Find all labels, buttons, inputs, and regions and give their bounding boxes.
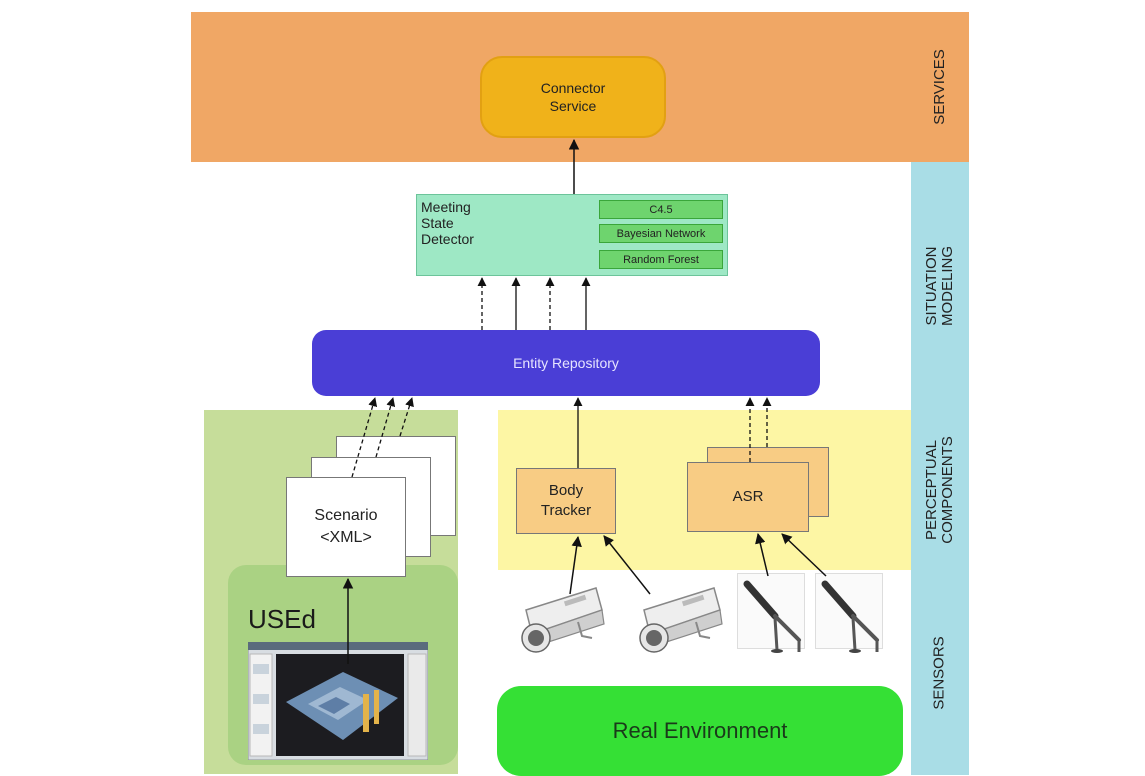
connector-service: Connector Service [480,56,666,138]
camera-icon-1 [521,587,605,653]
asr: ASR [687,462,809,532]
camera-icon-2 [639,587,723,653]
arrow-scenario-to-repo-1 [351,397,378,478]
arrow-mic1-to-asr [755,532,769,577]
entity-repository: Entity Repository [312,330,820,396]
microphone-icon-1 [743,580,801,653]
layer-label-situation-modeling: SITUATION MODELING [911,162,969,410]
microphone-icon-2 [821,580,879,653]
meeting-state-detector: Meeting State Detector C4.5 Bayesian Net… [416,194,728,276]
arrow-camera1-to-bodytracker [569,535,582,595]
used-screenshot [248,642,428,760]
algorithm-random-forest: Random Forest [599,250,723,269]
algorithm-bayesian-network: Bayesian Network [599,224,723,243]
arrow-scenario-to-repo-2 [375,397,396,458]
algorithm-c45: C4.5 [599,200,723,219]
arrow-camera2-to-bodytracker [603,535,651,595]
arrow-scenario-to-repo-3 [399,397,414,437]
arrow-mic2-to-asr [781,533,827,577]
scenario-card: Scenario <XML> [286,477,406,577]
real-environment: Real Environment [497,686,903,776]
layer-label-services: SERVICES [911,12,969,162]
meeting-state-detector-label: Meeting State Detector [421,199,474,247]
layer-label-perceptual-components: PERCEPTUAL COMPONENTS [911,410,969,570]
layer-label-sensors: SENSORS [911,570,969,775]
used-label: USEd [248,604,316,634]
body-tracker: Body Tracker [516,468,616,534]
